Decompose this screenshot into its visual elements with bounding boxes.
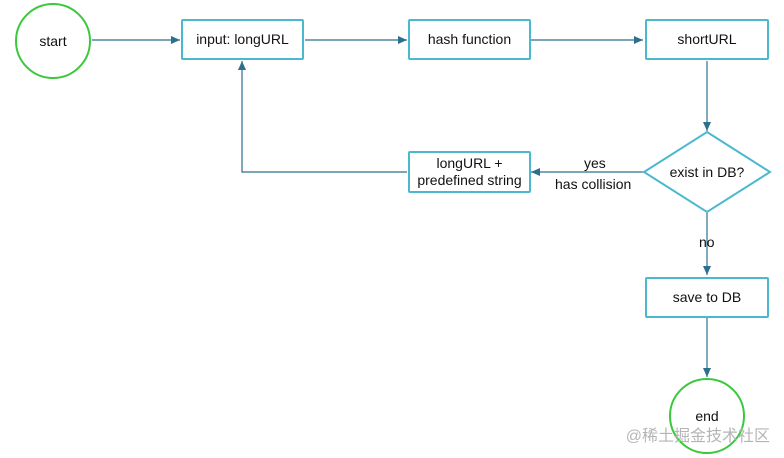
hash-function-label: hash function bbox=[427, 31, 512, 47]
input-longurl-node: input: longURL bbox=[181, 19, 304, 60]
shorturl-node: shortURL bbox=[645, 19, 769, 60]
watermark-text: @稀土掘金技术社区 bbox=[625, 428, 770, 445]
shorturl-label: shortURL bbox=[677, 31, 737, 47]
decision-diamond bbox=[642, 130, 772, 214]
longurl-predefined-label-line2: predefined string bbox=[417, 172, 522, 188]
longurl-predefined-label-line1: longURL + bbox=[436, 155, 503, 171]
start-node: start bbox=[15, 3, 91, 79]
end-node: end bbox=[669, 378, 745, 454]
save-to-db-label: save to DB bbox=[672, 289, 742, 305]
decision-label: exist in DB? bbox=[669, 164, 745, 180]
edge-label-yes: yes bbox=[584, 155, 606, 171]
end-label: end bbox=[695, 407, 719, 424]
edge-label-has-collision: has collision bbox=[555, 176, 632, 192]
input-longurl-label: input: longURL bbox=[196, 31, 289, 47]
decision-node: exist in DB? bbox=[644, 132, 770, 212]
edge-label-no: no bbox=[699, 234, 715, 250]
save-to-db-node: save to DB bbox=[645, 277, 769, 318]
longurl-predefined-node: longURL + predefined string bbox=[408, 151, 531, 193]
start-label: start bbox=[39, 32, 67, 49]
edge-loop-back-to-input bbox=[238, 61, 407, 173]
hash-function-node: hash function bbox=[408, 19, 531, 60]
